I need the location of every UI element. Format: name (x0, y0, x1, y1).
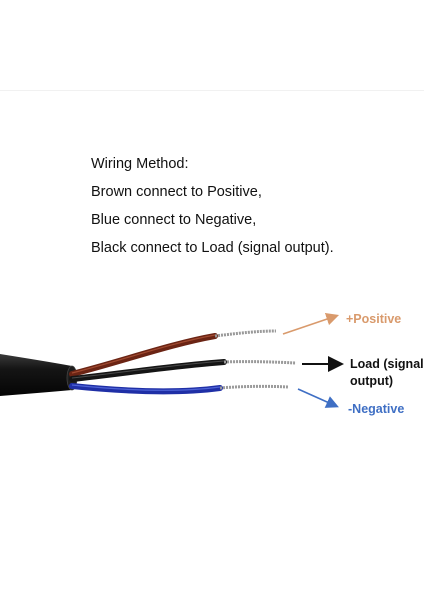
positive-label: +Positive (346, 312, 402, 326)
black-wire (69, 359, 297, 382)
blue-wire (69, 383, 289, 395)
bottom-whitespace (0, 510, 424, 600)
negative-label: -Negative (348, 402, 405, 416)
diagram-panel (0, 90, 424, 512)
load-label: Load (signal output) (350, 356, 424, 390)
wiring-instructions: Wiring Method: Brown connect to Positive… (91, 150, 411, 262)
cable-jacket (0, 354, 78, 396)
positive-arrow (282, 313, 340, 335)
load-label-line1: Load (signal (350, 357, 424, 371)
load-label-line2: output) (350, 374, 394, 388)
instruction-blue: Blue connect to Negative, (91, 212, 257, 228)
cable-illustration (0, 313, 344, 408)
brown-wire (69, 329, 277, 377)
top-whitespace (0, 0, 424, 90)
negative-arrow (297, 388, 339, 408)
instruction-brown: Brown connect to Positive, (91, 184, 262, 200)
instructions-heading: Wiring Method: (91, 156, 189, 172)
instruction-black: Black connect to Load (signal output). (91, 240, 334, 256)
